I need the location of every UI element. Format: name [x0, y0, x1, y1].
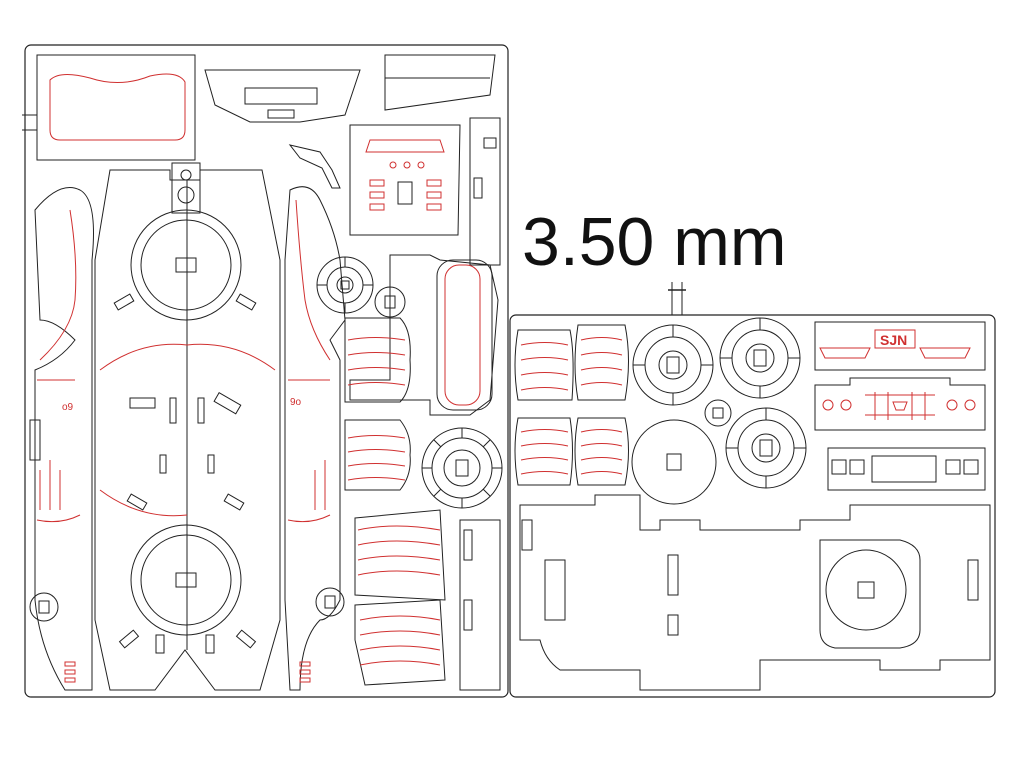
sheet-left-outline	[24, 44, 509, 698]
side-strip	[459, 519, 501, 691]
seat-cushion-mid	[344, 419, 411, 491]
chassis-main	[94, 162, 281, 691]
cushion-r2	[574, 324, 629, 401]
bumper-part	[349, 254, 499, 416]
wheel-small-left-sheet	[316, 256, 374, 314]
sheet-right-outline	[509, 314, 996, 698]
cushion-r4	[574, 417, 629, 486]
windshield-part	[204, 69, 361, 123]
side-mark-right: 9o	[290, 397, 302, 408]
disc-r	[631, 419, 717, 505]
plate-panel: SJN	[814, 321, 986, 371]
wheel-r2	[719, 317, 801, 399]
fender-left: o9	[29, 187, 94, 691]
hub-r	[704, 399, 732, 427]
wheel-r1	[632, 324, 714, 406]
grille-bar-panel	[814, 377, 986, 431]
wheel-large-left-sheet	[421, 427, 503, 509]
edge-tabs-left-sheet	[469, 117, 501, 266]
hook-part	[288, 144, 341, 189]
cushion-r1	[514, 329, 574, 401]
seat-back-upper	[354, 509, 446, 601]
sheet-right: SJN	[509, 314, 996, 698]
base-chassis	[519, 494, 991, 691]
cushion-r3	[514, 417, 573, 486]
seat-cushion-top	[344, 317, 411, 403]
sheet-left: o9	[22, 44, 509, 698]
wedge-part	[384, 54, 496, 111]
hood-panel	[22, 54, 196, 161]
fender-right: 9o	[284, 186, 346, 691]
side-mark-left: o9	[62, 402, 74, 413]
light-bar-panel	[827, 447, 986, 491]
grille-panel	[349, 124, 461, 236]
wheel-r3	[725, 407, 807, 489]
dimension-label: 3.50 mm	[522, 204, 787, 280]
seat-back-lower	[354, 599, 446, 686]
plate-label: SJN	[880, 332, 907, 348]
